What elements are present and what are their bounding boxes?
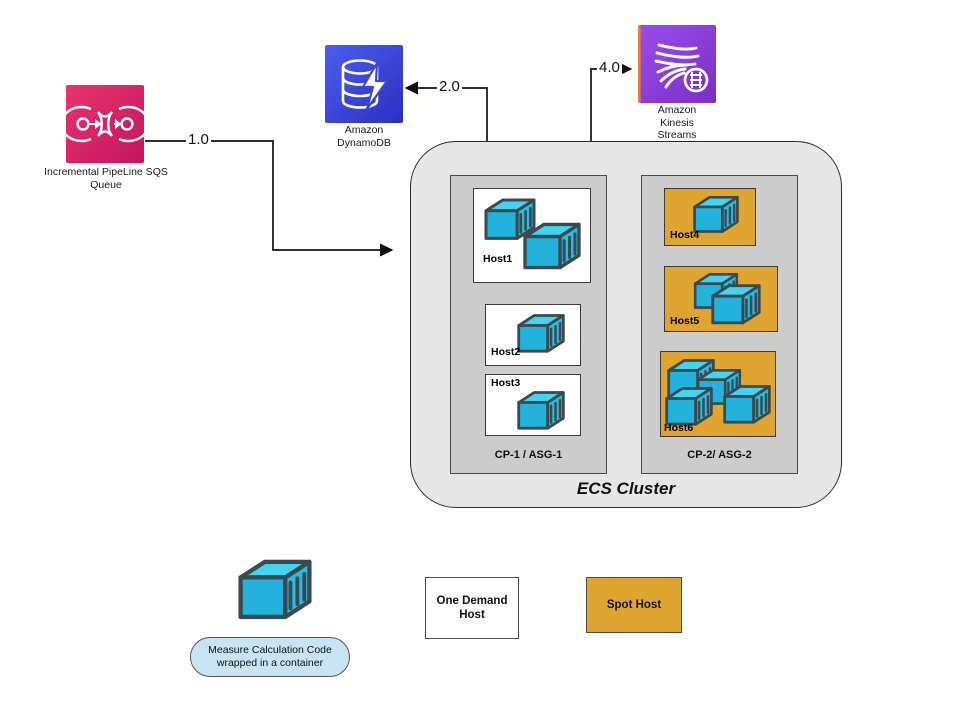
kinesis-node-icon [683,67,709,93]
flow-4-line [590,62,633,152]
legend-container-caption: Measure Calculation Code wrapped in a co… [190,637,350,677]
cp2-label: CP-2/ ASG-2 [687,449,752,461]
service-dynamodb [325,45,403,123]
kinesis-icon [638,25,716,103]
host-box-host4: Host4 [664,188,756,246]
host-box-host3: Host3 [485,374,581,436]
host-label-host4: Host4 [670,229,700,241]
ecs-cluster-label: ECS Cluster [576,479,676,498]
capacity-provider-cp1: Host1 Host2 Host3 CP-1 / ASG-1 [450,175,607,474]
dynamodb-icon [325,45,403,123]
capacity-provider-cp2: Host4 Host5 Host6 CP-2/ ASG-2 [641,175,798,474]
service-sqs [66,85,144,163]
cp1-label: CP-1 / ASG-1 [494,449,563,461]
flow-label-4: 4.0 [597,59,622,76]
legend-container-icon [232,552,318,632]
host-label-host5: Host5 [670,315,700,327]
host-box-host1: Host1 [473,188,591,283]
container-icon [517,314,565,353]
host-box-host6: Host6 [660,351,776,437]
flow-label-2: 2.0 [437,78,462,95]
host-box-host2: Host2 [485,304,581,366]
service-kinesis [638,25,716,103]
container-icon [723,385,771,424]
flow-label-1: 1.0 [186,131,211,148]
host-box-host5: Host5 [664,266,778,332]
legend-spot-host: Spot Host [586,577,682,633]
container-icon [517,391,565,430]
host-label-host1: Host1 [483,253,513,265]
container-icon [711,284,761,325]
legend-ondemand-host: One Demand Host [425,577,519,639]
host-label-host6: Host6 [664,422,694,434]
kinesis-label: Amazon Kinesis Streams [657,104,697,141]
sqs-label: Incremental PipeLine SQS Queue [44,166,168,191]
host-label-host2: Host2 [491,346,521,358]
host-label-host3: Host3 [491,377,521,389]
sqs-icon [66,85,144,163]
dynamodb-label: Amazon DynamoDB [337,124,391,149]
container-icon [523,222,581,270]
flow-1-line [145,140,394,257]
